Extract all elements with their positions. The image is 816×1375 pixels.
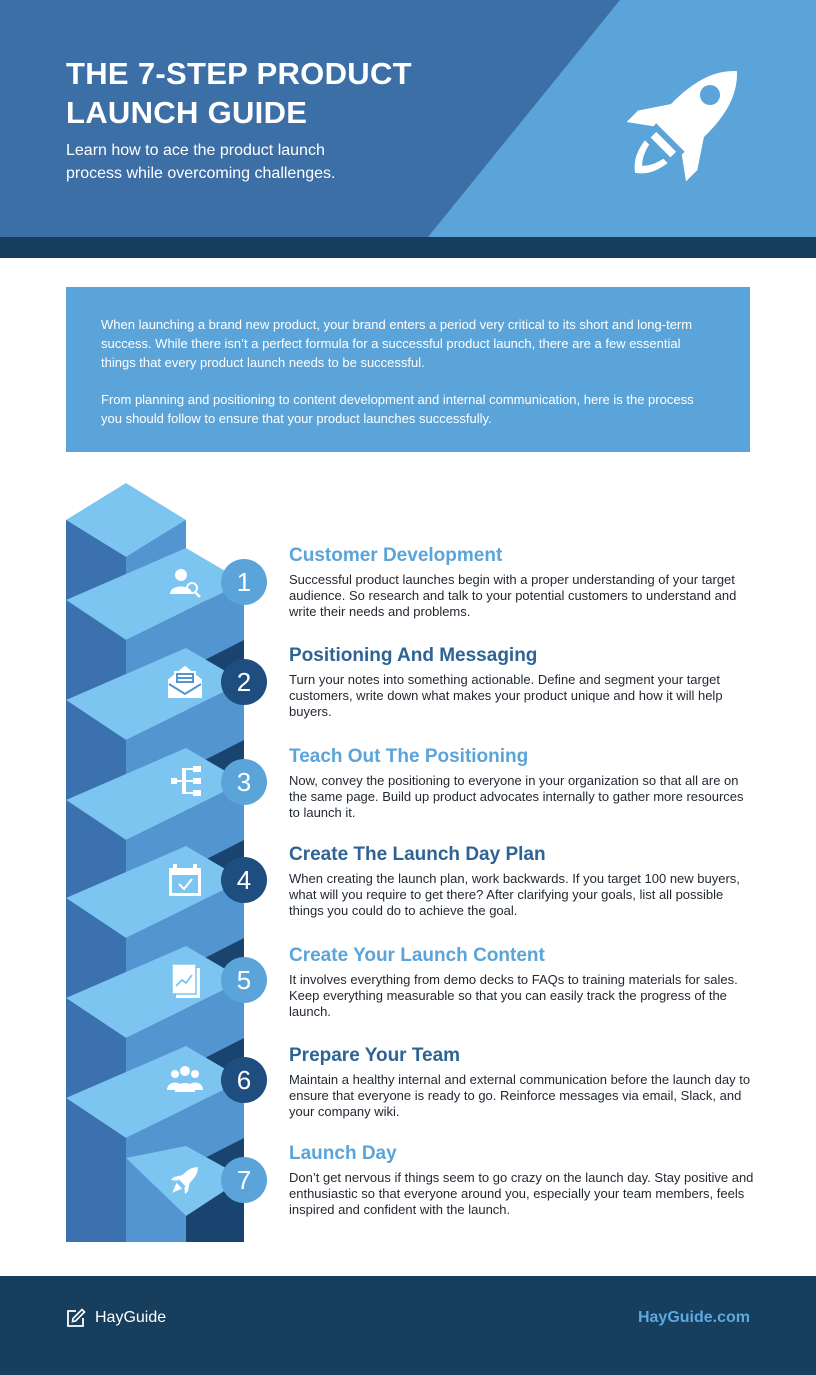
step-number: 2 [237,667,251,697]
step-2: Positioning And Messaging Turn your note… [289,644,754,720]
title-line-2: LAUNCH GUIDE [66,95,308,130]
user-search-icon [170,569,201,598]
intro-paragraph-1: When launching a brand new product, your… [101,317,693,370]
intro-paragraph-2: From planning and positioning to content… [101,392,694,426]
calendar-check-icon [169,864,201,896]
title-line-1: THE 7-STEP PRODUCT [66,56,412,91]
footer-brand[interactable]: HayGuide [66,1308,166,1328]
staircase-graphic: 1 2 3 4 5 6 7 [66,483,267,1242]
step-description: Successful product launches begin with a… [289,572,737,619]
intro-box: When launching a brand new product, your… [66,287,750,452]
step-number-circles [221,559,267,1203]
subtitle-line-2: process while overcoming challenges. [66,165,336,182]
step-title: Positioning And Messaging [289,645,538,666]
step-title: Create The Launch Day Plan [289,844,546,865]
step-description: Now, convey the positioning to everyone … [289,773,744,820]
step-4: Create The Launch Day Plan When creating… [289,843,754,919]
subtitle-line-1: Learn how to ace the product launch [66,142,325,159]
envelope-icon [168,665,202,698]
header-band [0,237,816,258]
team-icon [167,1066,203,1092]
step-description: Maintain a healthy internal and external… [289,1072,751,1119]
step-title: Customer Development [289,545,503,566]
step-description: Turn your notes into something actionabl… [289,672,723,719]
rocket-icon [170,1167,198,1195]
step-number: 7 [237,1165,251,1195]
flowchart-icon [171,766,201,796]
footer-url-link[interactable]: HayGuide.com [637,1309,750,1326]
step-3: Teach Out The Positioning Now, convey th… [289,745,754,821]
step-title: Create Your Launch Content [289,945,545,966]
step-description: When creating the launch plan, work back… [289,871,740,918]
step-title: Launch Day [289,1143,397,1164]
header-banner: THE 7-STEP PRODUCT LAUNCH GUIDE Learn ho… [0,0,816,237]
edit-icon [67,1308,86,1327]
step-number: 3 [237,767,251,797]
step-number: 4 [237,865,251,895]
step-5: Create Your Launch Content It involves e… [289,944,754,1020]
step-number: 6 [237,1065,251,1095]
header-diagonal-shape [428,0,816,237]
step-6: Prepare Your Team Maintain a healthy int… [289,1044,754,1120]
step-7: Launch Day Don’t get nervous if things s… [289,1142,754,1218]
footer: HayGuide HayGuide.com [0,1276,816,1375]
step-number: 5 [237,965,251,995]
chart-document-icon [171,963,200,998]
step-number: 1 [237,567,251,597]
step-description: It involves everything from demo decks t… [289,972,738,1019]
step-description: Don’t get nervous if things seem to go c… [289,1170,754,1217]
page-subtitle: Learn how to ace the product launch proc… [66,139,406,185]
brand-name: HayGuide [95,1309,167,1326]
rocket-icon [626,71,737,182]
step-1: Customer Development Successful product … [289,544,754,620]
step-title: Teach Out The Positioning [289,746,529,767]
page-title: THE 7-STEP PRODUCT LAUNCH GUIDE [66,54,506,132]
step-title: Prepare Your Team [289,1045,461,1066]
